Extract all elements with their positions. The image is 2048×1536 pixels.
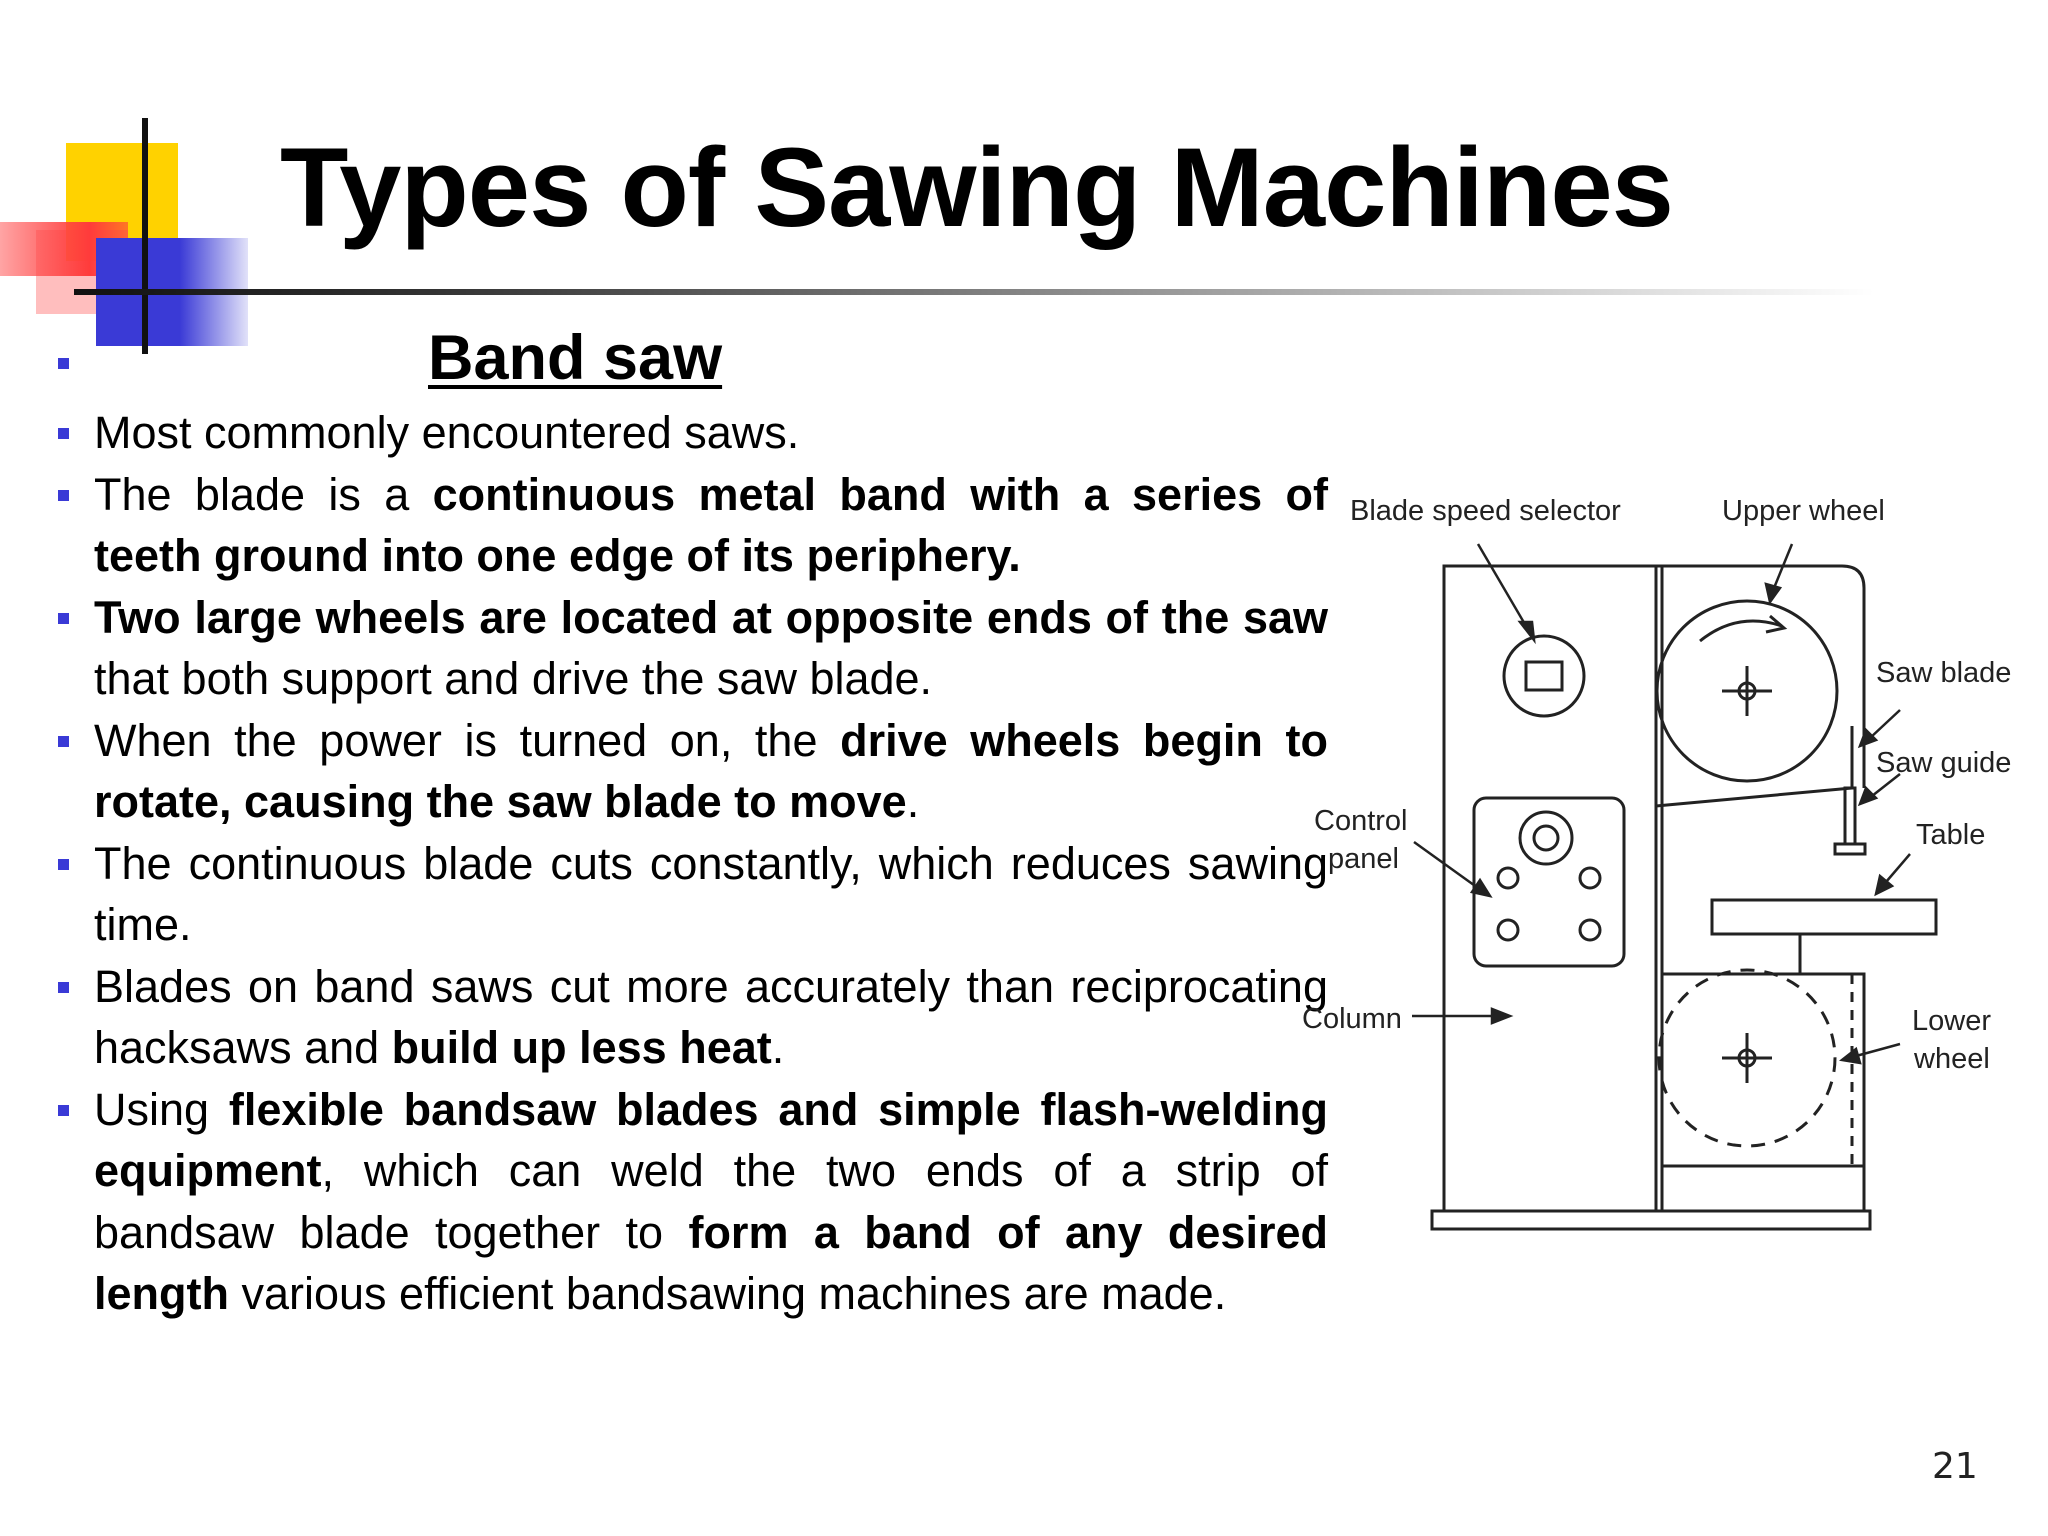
bullet-item: The blade is a continuous metal band wit…	[58, 464, 1328, 587]
bold-text-run: form a band of any desired length	[94, 1206, 1328, 1320]
speed-selector-window	[1524, 660, 1564, 692]
leader-saw-guide	[1871, 773, 1901, 797]
bullet-item: Blades on band saws cut more accurately …	[58, 956, 1328, 1079]
base-plate	[1430, 1209, 1872, 1231]
bullet-item: When the power is turned on, the drive w…	[58, 710, 1328, 833]
label-table: Table	[1916, 819, 1985, 851]
upper-wheel-axle	[1737, 681, 1757, 701]
leader-speed-selector	[1476, 543, 1528, 627]
bullet-marker-icon	[58, 858, 69, 870]
label-saw-blade: Saw blade	[1876, 657, 2011, 689]
arrowhead	[1857, 785, 1879, 807]
bold-text-run: Two large wheels are located at opposite…	[94, 591, 1328, 643]
arrowhead	[1490, 1007, 1514, 1025]
text-run: The continuous blade cuts constantly, wh…	[94, 837, 1328, 951]
logo-vertical-line	[142, 118, 148, 354]
control-button	[1578, 866, 1602, 890]
band-saw-diagram-svg: Blade speed selector Upper wheel Saw bla…	[1302, 495, 2011, 1231]
label-panel: panel	[1328, 843, 1399, 875]
bullet-item: The continuous blade cuts constantly, wh…	[58, 833, 1328, 956]
bullet-item: Two large wheels are located at opposite…	[58, 587, 1328, 710]
text-run: , which can weld the two ends of a strip…	[94, 1145, 1328, 1258]
text-run: various efficient bandsawing machines ar…	[228, 1268, 1227, 1319]
saw-guide	[1843, 786, 1857, 846]
control-panel	[1472, 796, 1626, 968]
table	[1710, 898, 1938, 936]
control-button	[1578, 918, 1602, 942]
label-saw-guide: Saw guide	[1876, 747, 2011, 779]
control-button	[1496, 866, 1520, 890]
label-control: Control	[1314, 805, 1408, 837]
lower-wheel-axle	[1737, 1048, 1757, 1068]
leader-saw-blade	[1869, 709, 1901, 739]
label-upper-wheel: Upper wheel	[1722, 495, 1885, 527]
rotation-arrow	[1699, 619, 1783, 643]
text-run: When the power is turned on, the	[94, 714, 841, 766]
bullet-marker-icon	[58, 1104, 69, 1116]
text-run: .	[906, 776, 920, 827]
leader-lower-wheel	[1855, 1042, 1901, 1058]
arrowhead	[1469, 877, 1493, 898]
saw-guide-foot	[1833, 842, 1867, 856]
lower-frame	[1662, 972, 1866, 1211]
bold-text-run: flexible bandsaw blades and simple flash…	[94, 1083, 1328, 1197]
subheading: Band saw	[428, 323, 723, 393]
upper-frame	[1656, 564, 1866, 726]
control-main-knob	[1518, 810, 1574, 866]
label-blade-speed-selector: Blade speed selector	[1350, 495, 1621, 527]
arrowhead	[1764, 582, 1783, 606]
bullet-item: Using flexible bandsaw blades and simple…	[58, 1079, 1328, 1325]
speed-selector-dial	[1502, 634, 1586, 718]
bold-text-run: drive wheels begin to rotate, causing th…	[94, 714, 1328, 828]
bullet-marker-icon	[58, 735, 69, 747]
arrowhead	[1874, 873, 1895, 897]
bullet-marker-icon	[58, 489, 69, 501]
leader-table	[1885, 853, 1911, 883]
bullet-marker-icon	[58, 428, 69, 439]
machine-drawing	[1430, 564, 1938, 1231]
band-saw-diagram: Blade speed selector Upper wheel Saw bla…	[1282, 476, 2042, 1246]
text-run: Blades on band saws cut more accurately …	[94, 960, 1328, 1074]
upper-wheel	[1655, 599, 1839, 783]
bold-text-run: build up less heat	[391, 1022, 772, 1073]
subheading-item: Band saw	[58, 322, 1328, 402]
label-column: Column	[1302, 1003, 1402, 1035]
label-wheel: wheel	[1913, 1043, 1990, 1075]
bullet-marker-icon	[58, 612, 69, 624]
rotation-arrowhead	[1765, 614, 1788, 634]
bullet-marker-icon	[58, 981, 69, 993]
text-run: .	[771, 1022, 785, 1073]
bullet-item: Most commonly encountered saws.	[58, 402, 1328, 464]
bullet-marker-icon	[58, 358, 69, 369]
control-main-knob-inner	[1532, 824, 1560, 852]
arrowhead	[1517, 620, 1536, 645]
leader-arrows	[1412, 543, 1911, 1065]
bullet-list: Band saw Most commonly encountered saws.…	[58, 322, 1328, 1325]
arrowhead	[1857, 727, 1879, 749]
slide-title: Types of Sawing Machines	[280, 125, 1674, 250]
title-underline-rule	[74, 289, 1874, 295]
arrowhead	[1839, 1046, 1862, 1065]
bold-text-run: continuous metal band with a series of t…	[94, 468, 1328, 582]
leader-control-panel	[1413, 840, 1479, 890]
leader-upper-wheel	[1772, 543, 1794, 589]
upper-frame-bottom	[1655, 786, 1853, 808]
lower-wheel	[1657, 968, 1837, 1148]
text-run: Using	[94, 1083, 229, 1135]
text-run: The blade is a	[94, 468, 433, 520]
text-run: that both support and drive the saw blad…	[94, 653, 933, 704]
text-run: Most commonly encountered saws.	[94, 407, 800, 458]
page-number: 21	[1932, 1446, 1978, 1487]
label-lower: Lower	[1912, 1005, 1991, 1037]
control-button	[1496, 918, 1520, 942]
